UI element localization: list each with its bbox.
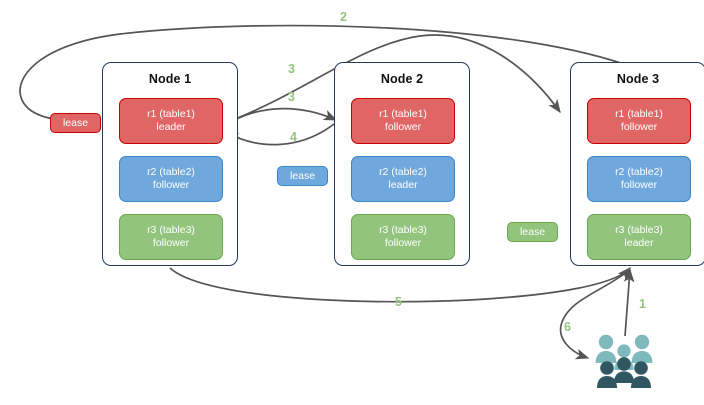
replica-node2-r3[interactable]: r3 (table3) follower: [351, 214, 455, 260]
replica-role: follower: [384, 237, 422, 249]
replica-role: leader: [388, 179, 418, 191]
arrow-step-1: [623, 268, 635, 337]
replica-name: r3 (table3): [379, 224, 427, 236]
replica-name: r3 (table3): [615, 224, 663, 236]
replica-role: follower: [620, 179, 658, 191]
replica-node2-r1[interactable]: r1 (table1) follower: [351, 98, 455, 144]
replica-role: leader: [156, 121, 186, 133]
arrow-step-3-to-node2: [223, 107, 338, 127]
step-label-3a: 3: [288, 62, 295, 76]
replica-node2-r2[interactable]: r2 (table2) leader: [351, 156, 455, 202]
replica-name: r1 (table1): [147, 108, 195, 120]
step-label-4: 4: [290, 130, 297, 144]
replica-role: follower: [620, 121, 658, 133]
step-label-3b: 3: [288, 90, 295, 104]
replica-role: leader: [624, 237, 654, 249]
users-group-icon: [595, 334, 653, 388]
node-title: Node 3: [616, 72, 660, 86]
node-container-node3[interactable]: Node 3 r1 (table1) follower r2 (table2) …: [570, 62, 704, 266]
step-label-5: 5: [395, 295, 402, 309]
node-title: Node 1: [148, 72, 192, 86]
lease-badge-table3[interactable]: lease: [507, 222, 558, 242]
replica-name: r1 (table1): [615, 108, 663, 120]
node-title: Node 2: [380, 72, 424, 86]
replica-role: follower: [384, 121, 422, 133]
node-container-node2[interactable]: Node 2 r1 (table1) follower r2 (table2) …: [334, 62, 470, 266]
replica-name: r2 (table2): [379, 166, 427, 178]
replica-node1-r2[interactable]: r2 (table2) follower: [119, 156, 223, 202]
replica-node3-r1[interactable]: r1 (table1) follower: [587, 98, 691, 144]
lease-badge-table1[interactable]: lease: [50, 113, 101, 133]
replica-node1-r1[interactable]: r1 (table1) leader: [119, 98, 223, 144]
replica-node1-r3[interactable]: r3 (table3) follower: [119, 214, 223, 260]
step-label-2: 2: [340, 10, 347, 24]
replica-name: r1 (table1): [379, 108, 427, 120]
node-container-node1[interactable]: Node 1 r1 (table1) leader r2 (table2) fo…: [102, 62, 238, 266]
step-label-6: 6: [564, 320, 571, 334]
lease-badge-table2[interactable]: lease: [277, 166, 328, 186]
replica-node3-r3[interactable]: r3 (table3) leader: [587, 214, 691, 260]
replica-name: r3 (table3): [147, 224, 195, 236]
replica-name: r2 (table2): [147, 166, 195, 178]
replica-role: follower: [152, 237, 190, 249]
replica-role: follower: [152, 179, 190, 191]
replica-name: r2 (table2): [615, 166, 663, 178]
step-label-1: 1: [639, 297, 646, 311]
replica-node3-r2[interactable]: r2 (table2) follower: [587, 156, 691, 202]
arrow-step-4: [224, 123, 335, 146]
